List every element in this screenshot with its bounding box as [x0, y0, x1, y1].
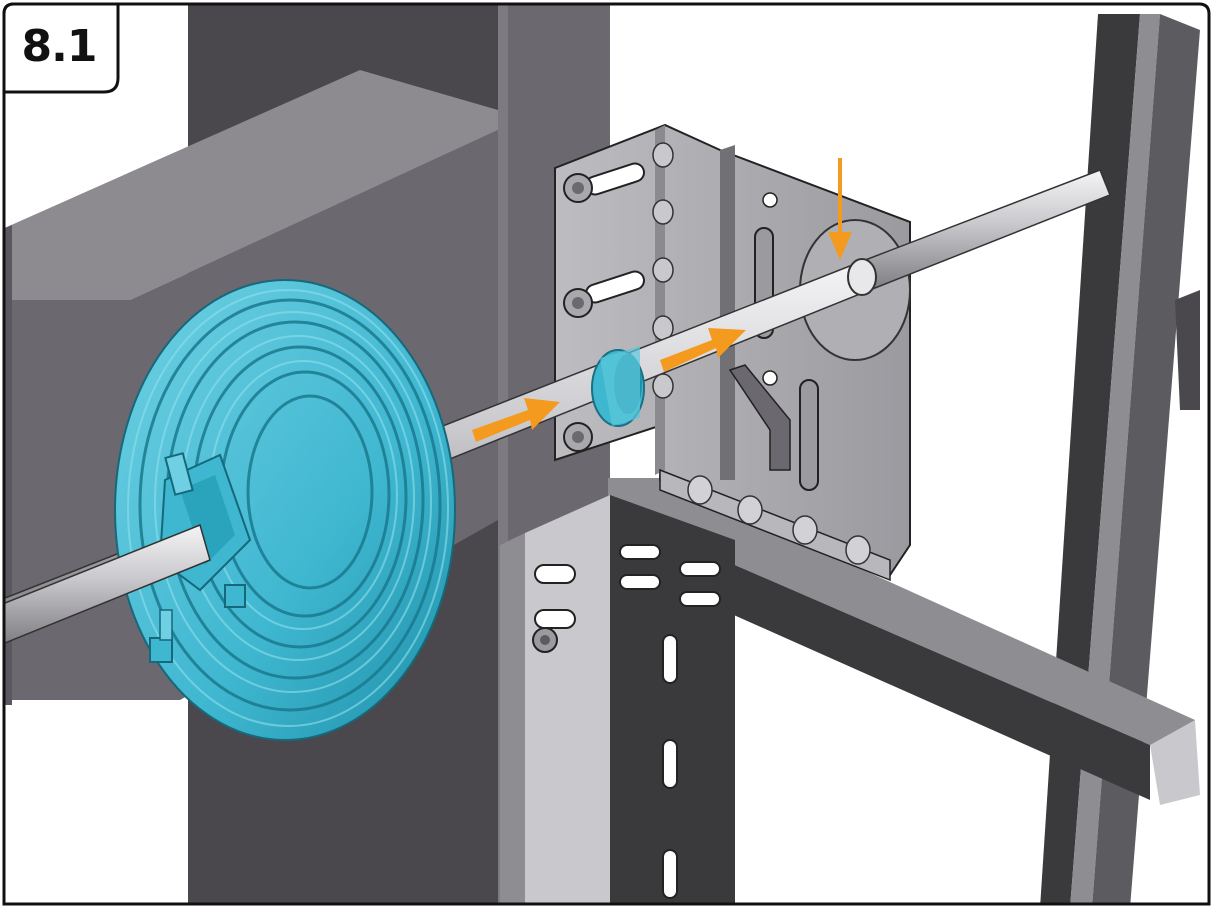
- step-number: 8.1: [21, 20, 98, 72]
- arrow-right-icon: [660, 328, 746, 372]
- slotted-angle: [500, 495, 735, 904]
- arrow-down-icon: [828, 158, 852, 260]
- step-label-box: [2, 2, 120, 94]
- arrow-right-icon: [472, 398, 560, 442]
- spring-cone: [114, 279, 456, 741]
- horizontal-angle: [608, 478, 1200, 805]
- shaft-collar: [591, 346, 645, 427]
